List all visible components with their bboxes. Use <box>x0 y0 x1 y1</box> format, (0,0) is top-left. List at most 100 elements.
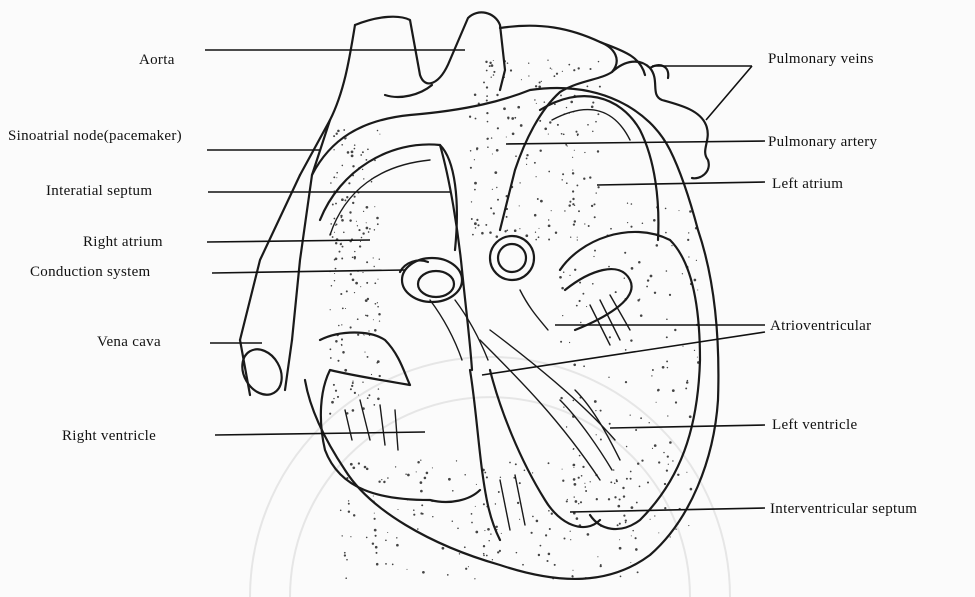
speckle-dot <box>585 490 587 492</box>
speckle-dot <box>344 199 346 201</box>
speckle-dot <box>378 313 381 316</box>
speckle-dot <box>563 537 565 539</box>
speckle-dot <box>519 228 520 229</box>
label-sinoatrial-node: Sinoatrial node(pacemaker) <box>8 127 182 145</box>
speckle-dot <box>534 162 536 164</box>
speckle-dot <box>387 532 388 533</box>
speckle-dot <box>694 350 695 351</box>
speckle-dot <box>510 69 512 71</box>
speckle-dot <box>452 521 453 522</box>
speckle-dot <box>471 513 473 515</box>
speckle-dot <box>654 515 655 516</box>
speckle-dot <box>586 85 588 87</box>
speckle-dot <box>597 556 598 557</box>
speckle-dot <box>583 365 585 367</box>
speckle-dot <box>697 357 698 358</box>
speckle-dot <box>568 64 570 66</box>
speckle-dot <box>344 369 347 372</box>
speckle-dot <box>591 205 593 207</box>
speckle-dot <box>341 243 342 244</box>
speckle-dot <box>413 509 415 511</box>
speckle-dot <box>387 477 389 479</box>
speckle-dot <box>631 535 632 536</box>
speckle-dot <box>615 291 617 293</box>
speckle-dot <box>485 61 487 63</box>
speckle-dot <box>375 535 377 537</box>
speckle-dot <box>573 467 574 468</box>
speckle-dot <box>686 381 689 384</box>
speckle-dot <box>352 466 355 469</box>
speckle-dot <box>492 189 493 190</box>
speckle-dot <box>372 542 374 544</box>
speckle-dot <box>574 269 576 271</box>
speckle-dot <box>352 382 354 384</box>
speckle-dot <box>484 530 485 531</box>
speckle-dot <box>487 528 490 531</box>
speckle-dot <box>608 377 609 378</box>
speckle-dot <box>526 164 527 165</box>
speckle-dot <box>374 282 376 284</box>
speckle-dot <box>672 460 673 461</box>
speckle-dot <box>497 199 499 201</box>
speckle-dot <box>496 235 499 238</box>
speckle-dot <box>337 360 339 362</box>
speckle-dot <box>362 272 363 273</box>
leader-av-b <box>482 332 765 375</box>
speckle-dot <box>549 528 551 530</box>
speckle-dot <box>652 448 653 449</box>
speckle-dot <box>493 71 495 73</box>
speckle-dot <box>584 223 585 224</box>
speckle-dot <box>631 203 633 205</box>
speckle-dot <box>341 219 344 222</box>
speckle-dot <box>560 397 562 399</box>
speckle-dot <box>487 146 489 148</box>
speckle-dot <box>375 546 378 549</box>
speckle-dot <box>638 261 641 264</box>
speckle-dot <box>493 74 495 76</box>
speckle-dot <box>514 117 516 119</box>
speckle-dot <box>578 210 580 212</box>
speckle-dot <box>565 144 567 146</box>
speckle-dot <box>667 455 669 457</box>
leader-pulmonary-veins-b <box>706 66 752 120</box>
speckle-dot <box>630 562 631 563</box>
speckle-dot <box>560 341 562 343</box>
speckle-dot <box>600 439 602 441</box>
speckle-dot <box>483 553 485 555</box>
speckle-dot <box>471 218 473 220</box>
speckle-dot <box>566 182 568 184</box>
speckle-dot <box>432 467 433 468</box>
speckle-dot <box>509 462 511 464</box>
speckle-dot <box>610 481 612 483</box>
speckle-dot <box>539 228 540 229</box>
speckle-dot <box>584 483 585 484</box>
speckle-dot <box>475 118 477 120</box>
speckle-dot <box>376 552 378 554</box>
speckle-dot <box>346 196 348 198</box>
speckle-dot <box>503 107 506 110</box>
speckle-dot <box>694 279 697 282</box>
speckle-dot <box>490 533 491 534</box>
speckle-dot <box>669 441 672 444</box>
speckle-dot <box>474 182 477 185</box>
speckle-dot <box>561 179 562 180</box>
speckle-dot <box>329 348 331 350</box>
speckle-dot <box>667 415 668 416</box>
speckle-dot <box>599 86 601 88</box>
speckle-dot <box>544 101 546 103</box>
speckle-dot <box>512 132 515 135</box>
label-pulmonary-veins: Pulmonary veins <box>768 50 874 68</box>
speckle-dot <box>341 324 342 325</box>
speckle-dot <box>341 258 343 260</box>
speckle-dot <box>572 190 574 192</box>
tricuspid-ring <box>400 258 462 302</box>
speckle-dot <box>690 488 693 491</box>
speckle-dot <box>486 86 488 88</box>
speckle-dot <box>625 522 627 524</box>
speckle-dot <box>572 570 573 571</box>
speckle-dot <box>424 477 427 480</box>
speckle-dot <box>577 135 578 136</box>
speckle-dot <box>379 258 380 259</box>
speckle-dot <box>374 513 375 514</box>
speckle-dot <box>579 455 581 457</box>
